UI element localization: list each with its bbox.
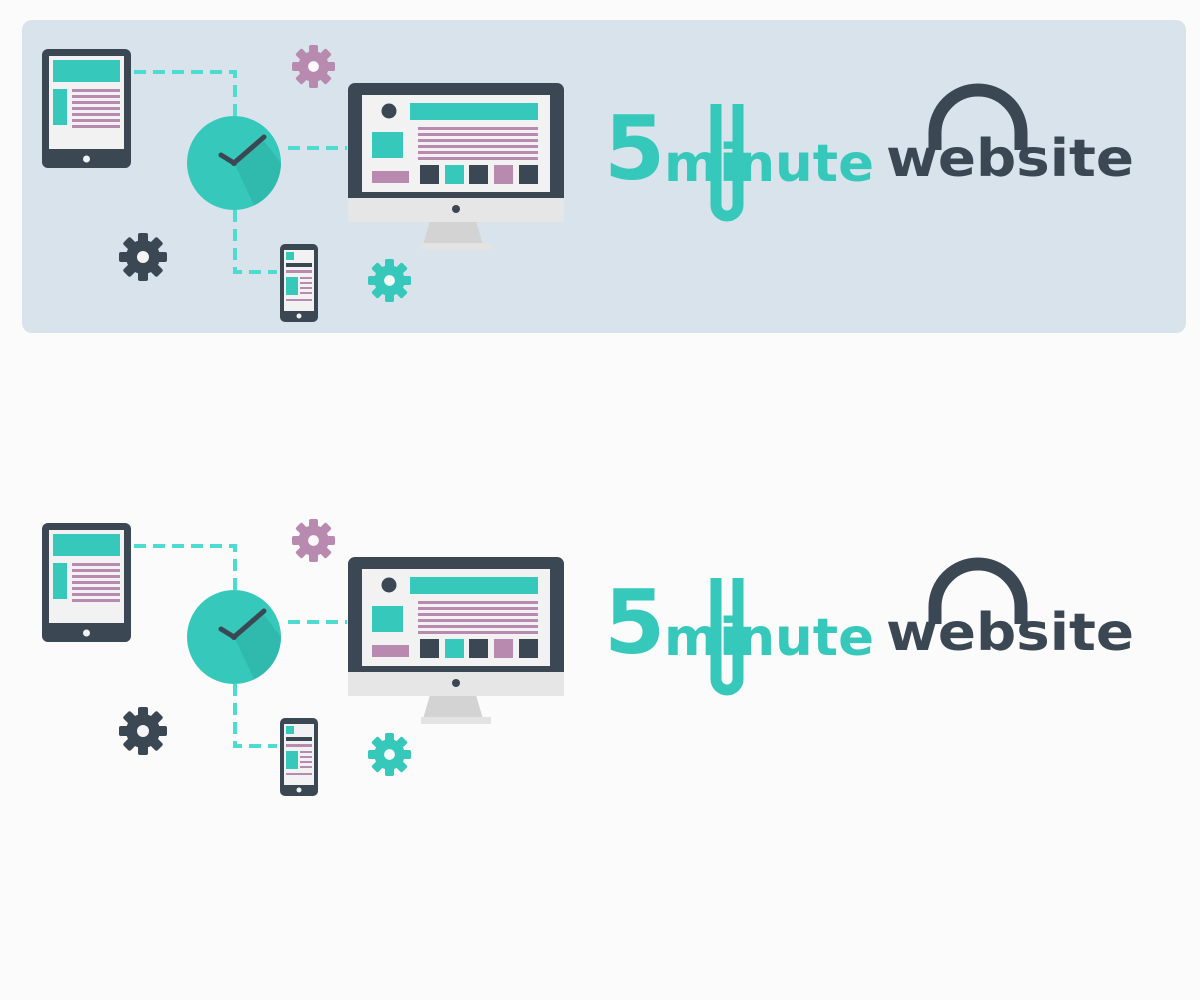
logo-panel-white: 5 minute website [22,494,1186,807]
logo-minute-arc-decoration [710,578,744,696]
smartphone-icon [280,718,318,796]
tablet-icon [42,49,131,168]
gear-icon [292,519,335,562]
logo-website: website [886,129,1134,189]
gear-icon [119,707,167,755]
logo-five: 5 [604,97,665,200]
smartphone-icon [280,244,318,322]
clock-icon [187,590,281,684]
logo-panel-light-blue: 5 minute website [22,20,1186,333]
monitor-icon [348,83,564,250]
logo-website-arc-decoration [928,557,1028,624]
logo-five: 5 [604,571,665,674]
logo-minute-arc-decoration [710,104,744,222]
logo-artwork: 5 minute website [42,494,1134,796]
logo-minute: minute [664,134,874,194]
logo-artwork: 5 minute website [42,20,1134,322]
logo-wordmark: 5 minute website [604,557,1134,696]
logo-wordmark: 5 minute website [604,83,1134,222]
gear-icon [368,259,411,302]
logo-website-arc-decoration [928,83,1028,150]
tablet-icon [42,523,131,642]
monitor-icon [348,557,564,724]
clock-icon [187,116,281,210]
logo-minute: minute [664,608,874,668]
logo-website: website [886,603,1134,663]
gear-icon [368,733,411,776]
gear-icon [119,233,167,281]
gear-icon [292,45,335,88]
dashed-connector-lines [134,70,347,274]
dashed-connector-lines [134,544,347,748]
